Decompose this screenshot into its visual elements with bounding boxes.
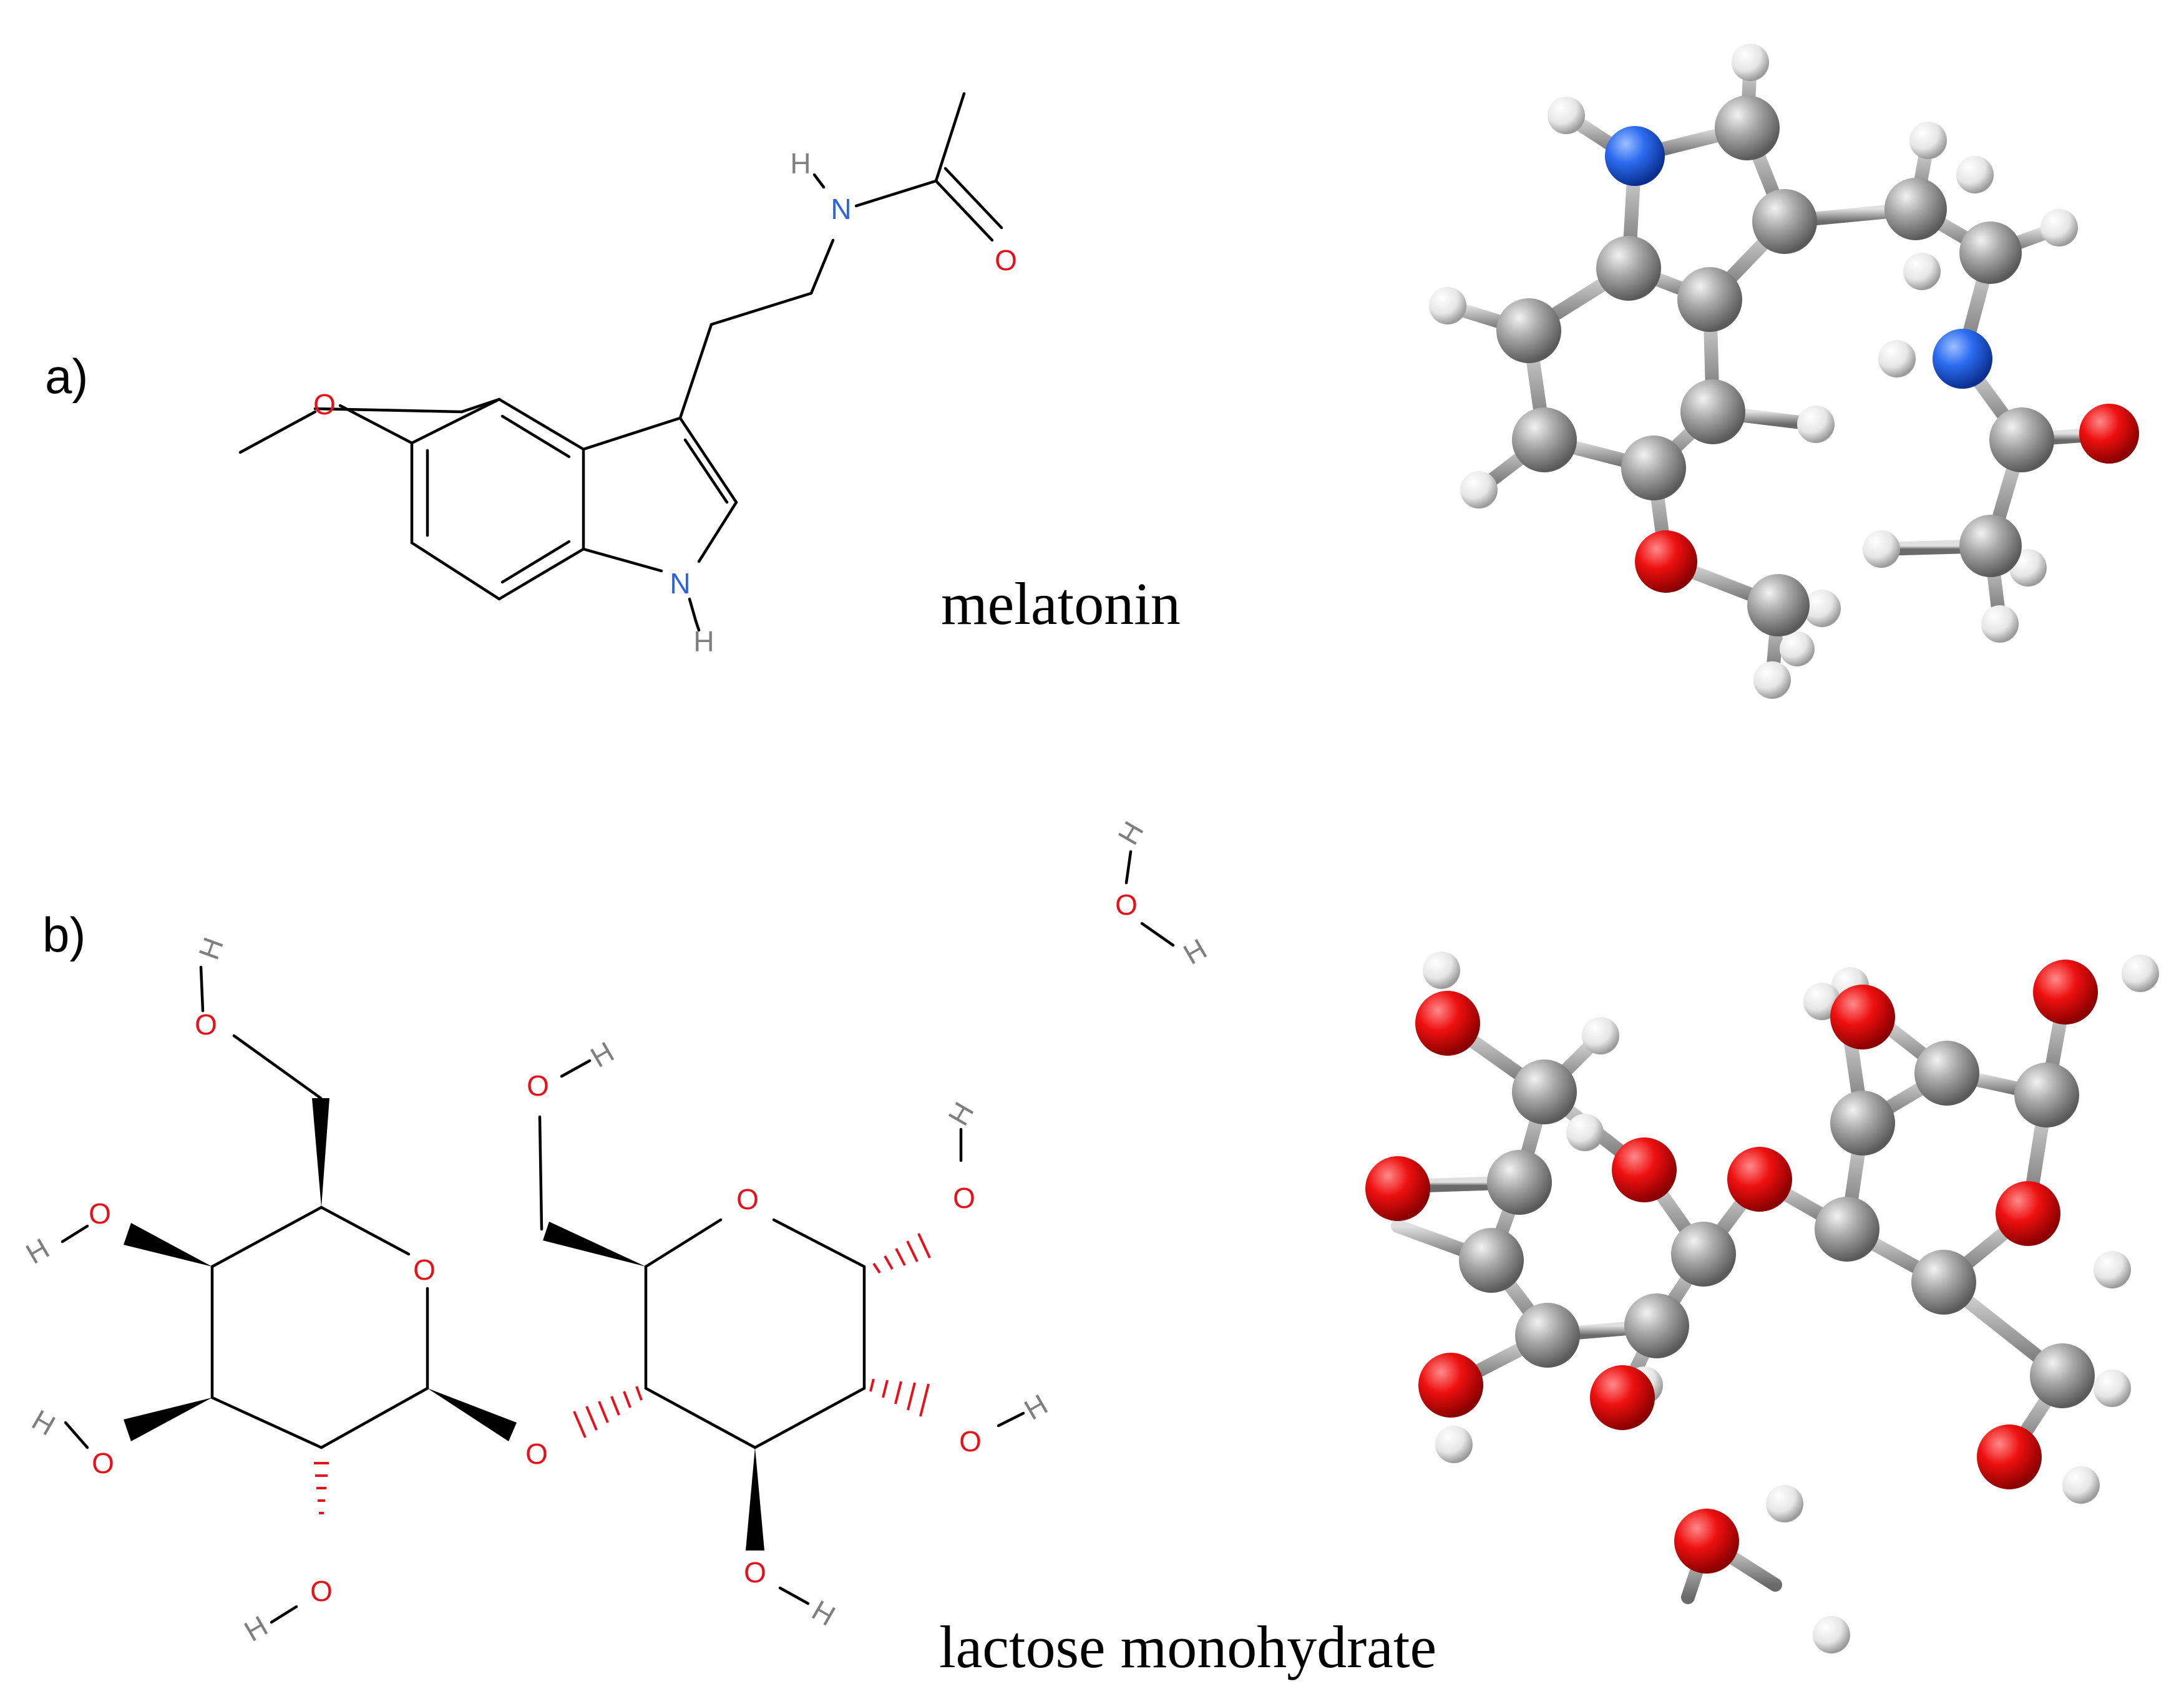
atom-o: O [527,1069,549,1102]
atom-o: O [413,1254,436,1286]
atom-h: H [942,1097,980,1131]
panel-b-label: b) [42,907,85,962]
atom-o: O [89,1197,111,1230]
atom-n: N [831,193,851,225]
atom-o: O [310,1575,333,1607]
melatonin-3d-model [1429,44,2139,699]
atom-o: O [92,1447,114,1479]
melatonin-structural-formula: O N H N H O [238,92,1017,658]
atom-h: H [1178,932,1212,971]
atom-o: O [1115,888,1138,921]
atom-o: O [736,1183,759,1215]
atom-o: O [744,1556,766,1589]
atom-h: H [585,1035,620,1074]
melatonin-caption: melatonin [941,570,1181,637]
atom-h: H [790,147,811,180]
water-structural-formula: H O H [1111,816,1212,971]
atom-o: O [195,1008,217,1041]
lactose-caption: lactose monohydrate [939,1614,1436,1680]
atom-o: O [959,1425,982,1458]
atom-o: O [995,244,1017,276]
atom-h: H [1111,816,1150,850]
atom-n: N [670,567,690,600]
atom-h: H [693,625,714,658]
atom-o: O [953,1182,975,1214]
lactose-structural-formula: H O O O H O H O H O O H O O H O H O H [21,933,1053,1647]
atom-h: H [27,1403,61,1442]
atom-h: H [239,1609,273,1648]
panel-a-label: a) [45,349,88,404]
atom-h: H [1019,1388,1053,1426]
atom-o: O [525,1438,548,1470]
atom-h: H [21,1232,55,1270]
atom-h: H [807,1594,841,1632]
atom-o: O [313,388,336,421]
atom-h: H [192,933,230,963]
lactose-3d-model [1365,952,2159,1653]
